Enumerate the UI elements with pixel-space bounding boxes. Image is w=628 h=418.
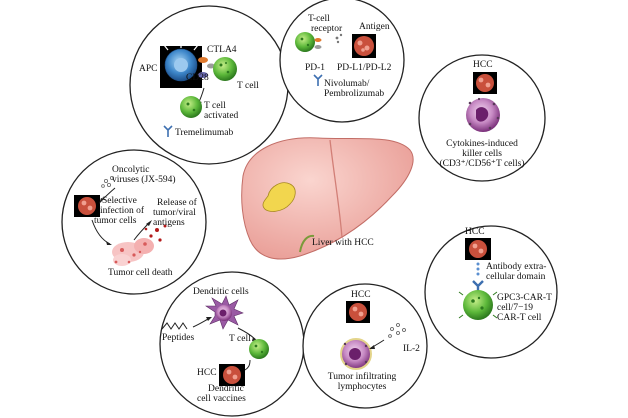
pembrolizumab-label: Pembrolizumab [324, 89, 385, 99]
antigen-label: Antigen [359, 22, 390, 32]
t-cell-activated-label-1: T cell [204, 101, 226, 111]
liver-illustration [241, 137, 414, 260]
dendritic-cell-illustration [205, 295, 244, 330]
nivolumab-label: Nivolumab/ [324, 79, 370, 89]
infection-label-1: Selective [102, 196, 137, 206]
cik-label-2: killer cells [462, 149, 502, 159]
car-t-label-2: cell/7−19 [497, 303, 533, 313]
hcc-tumor [262, 182, 296, 212]
antibody-label-1: Antibody extra- [486, 262, 547, 272]
release-label-3: antigens [153, 218, 185, 228]
dendritic-panel [159, 271, 305, 417]
ctla4-panel [129, 5, 289, 165]
dc-vaccine-label-2: cell vaccines [197, 394, 246, 404]
pd1-label: PD-1 [305, 63, 326, 73]
tumor-cell-death-label: Tumor cell death [108, 268, 173, 278]
car-t-hcc-label: HCC [465, 227, 485, 237]
oncolytic-panel [61, 149, 207, 295]
il2-label: IL-2 [403, 344, 420, 354]
cik-panel [418, 54, 546, 182]
car-t-panel [424, 225, 558, 359]
tumor-cell-death-illustration [112, 238, 154, 266]
dc-hcc-label: HCC [197, 368, 217, 378]
car-t-label-1: GPC3-CAR-T [497, 293, 552, 303]
infection-label-3: tumor cells [94, 216, 137, 226]
release-label-2: tumor/viral [153, 208, 196, 218]
til-label-1: Tumor infiltrating [327, 372, 397, 382]
tcr-label-1: T-cell [308, 14, 330, 24]
cik-label-3: (CD3⁺/CD56⁺T cells) [439, 159, 525, 169]
dc-t-cell-label: T cell [229, 334, 251, 344]
oncolytic-label-2: viruses (JX-594) [112, 175, 176, 185]
ctla4-label: CTLA4 [207, 45, 237, 55]
peptides-label: Peptides [162, 333, 195, 343]
t-cell-activated-label-2: activated [204, 111, 239, 121]
til-hcc-label: HCC [351, 290, 371, 300]
dc-vaccine-label-1: Dendritic [208, 384, 244, 394]
infection-label-2: infection of [100, 206, 145, 216]
apc-label: APC [139, 64, 158, 74]
pd1-panel [279, 0, 405, 123]
t-cell-label: T cell [237, 81, 259, 91]
tcr-label-2: receptor [311, 24, 343, 34]
pdl-label: PD-L1/PD-L2 [337, 63, 392, 73]
cik-label-1: Cytokines-induced [446, 139, 518, 149]
dendritic-cells-label: Dendritic cells [193, 287, 249, 297]
oncolytic-label-1: Oncolytic [112, 165, 150, 175]
release-label-1: Release of [157, 198, 197, 208]
liver-label: Liver with HCC [312, 238, 374, 248]
antibody-label-2: cellular domain [486, 272, 546, 282]
car-t-label-3: CAR-T cell [497, 313, 542, 323]
cd28-label: CD28 [186, 73, 209, 83]
tremelimumab-label: Tremelimumab [175, 128, 234, 138]
cik-hcc-label: HCC [473, 60, 493, 70]
til-panel [302, 283, 428, 409]
til-label-2: lymphocytes [337, 382, 387, 392]
